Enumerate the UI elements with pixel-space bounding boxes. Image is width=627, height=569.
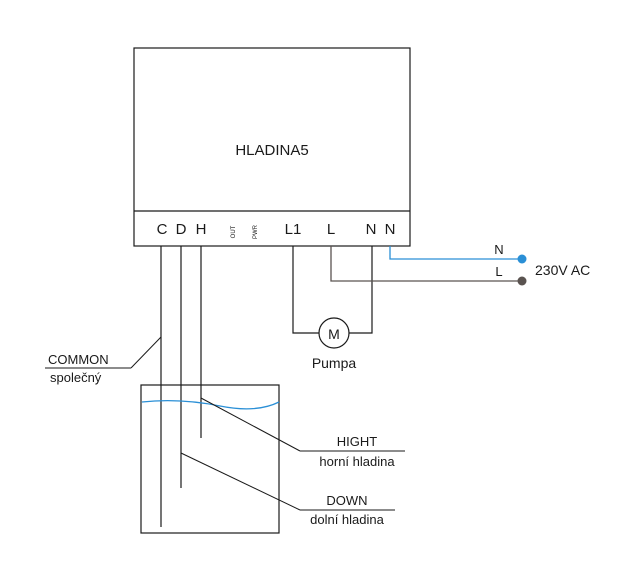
common-title: COMMON xyxy=(48,352,109,367)
terminal-pwr: PWR xyxy=(253,224,259,239)
terminal-out: OUT xyxy=(231,225,237,238)
terminal-h: H xyxy=(196,221,207,238)
common-leader xyxy=(130,336,162,369)
high-leader xyxy=(200,397,301,452)
terminal-n1: N xyxy=(366,221,377,238)
supply-l-label: L xyxy=(495,264,502,279)
low-subtitle: dolní hladina xyxy=(310,512,384,527)
terminal-n2: N xyxy=(385,221,396,238)
supply-terminal-n xyxy=(517,254,527,264)
terminal-c: C xyxy=(157,221,168,238)
common-subtitle: společný xyxy=(50,370,102,385)
water-tank xyxy=(140,384,280,534)
motor-label: Pumpa xyxy=(312,355,357,371)
low-title: DOWN xyxy=(326,493,367,508)
supply-n-label: N xyxy=(494,242,503,257)
high-title: HIGHT xyxy=(337,434,378,449)
high-subtitle: horní hladina xyxy=(319,454,395,469)
device-box xyxy=(133,47,411,247)
supply-terminal-l xyxy=(517,276,527,286)
terminal-l1: L1 xyxy=(285,221,302,238)
terminal-d: D xyxy=(176,221,187,238)
device-name: HLADINA5 xyxy=(235,142,308,159)
supply-wire-l xyxy=(330,246,522,282)
pump-wire-n xyxy=(349,246,373,334)
supply-voltage: 230V AC xyxy=(535,262,590,278)
water-level-line xyxy=(141,399,280,410)
terminal-l: L xyxy=(327,221,335,238)
supply-wire-n xyxy=(389,246,522,260)
low-leader xyxy=(180,452,301,511)
pump-wire-l1 xyxy=(292,246,319,334)
motor-icon xyxy=(318,317,350,349)
motor-symbol: M xyxy=(328,326,340,342)
